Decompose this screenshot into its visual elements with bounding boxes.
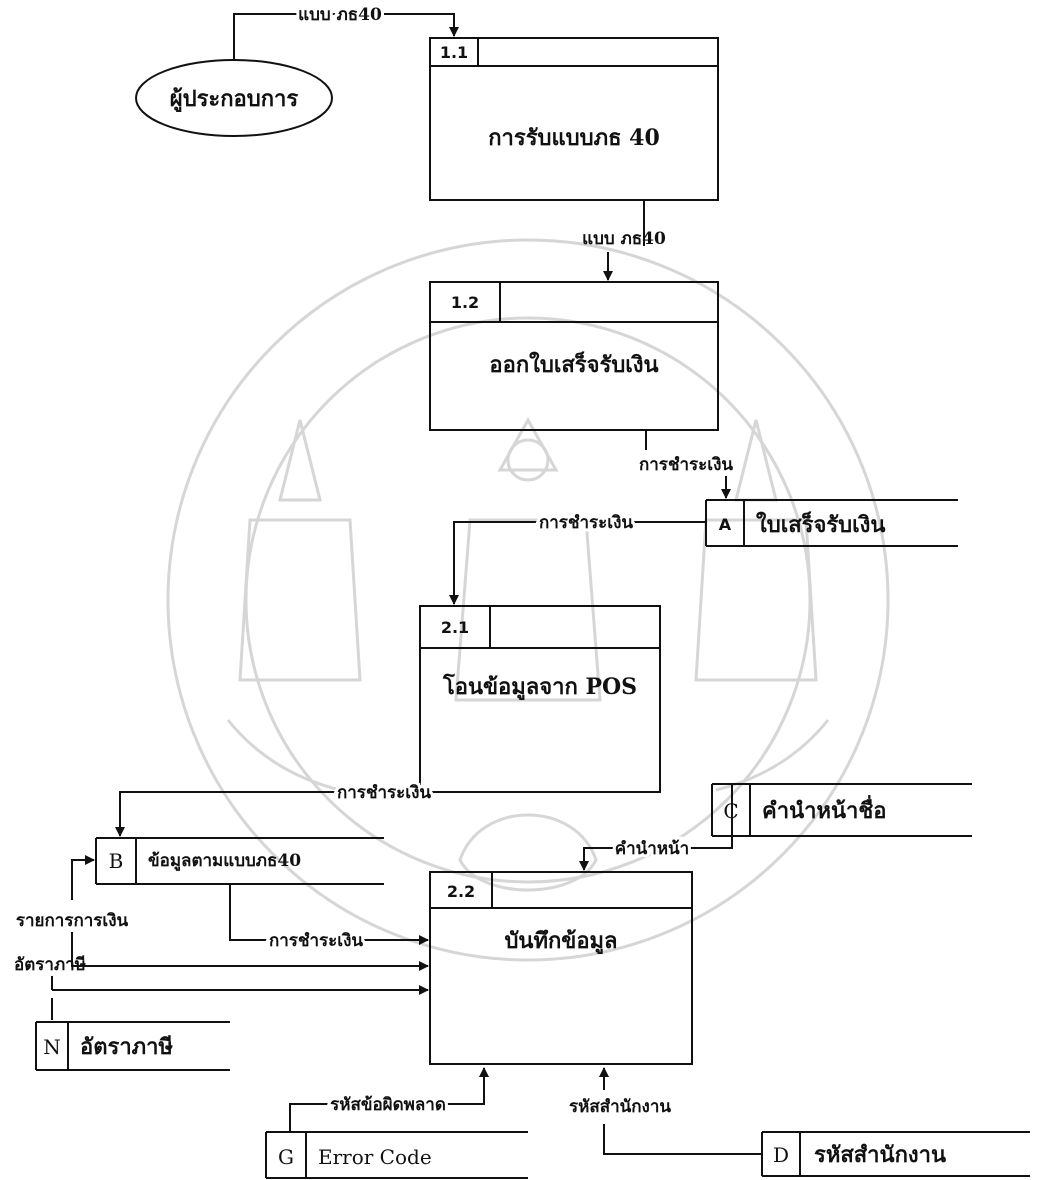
flow-list-to-2-2 xyxy=(71,932,429,971)
process-1-1: 1.1 การรับแบบภธ 40 xyxy=(429,37,719,201)
flow-b-to-2-2 xyxy=(229,884,429,945)
flow-d-to-2-2-line xyxy=(603,1124,762,1155)
flow-d-to-2-2-label: รหัสสำนักงาน xyxy=(569,1097,671,1117)
data-store-a-key: A xyxy=(719,515,732,534)
flow-2-1-to-b xyxy=(115,791,420,837)
process-1-2-label: ออกใบเสร็จรับเงิน xyxy=(489,350,658,378)
data-store-c-label: คำนำหน้าชื่อ xyxy=(762,794,887,824)
process-2-2-id: 2.2 xyxy=(447,882,475,901)
flow-b-to-2-2-label: การชำระเงิน xyxy=(269,931,363,951)
data-store-b: B ข้อมูลตามแบบภธ40 xyxy=(95,837,384,885)
data-store-b-key: B xyxy=(109,849,124,873)
flow-entity-to-1-1 xyxy=(233,13,459,60)
flow-list-label: รายการการเงิน xyxy=(16,911,129,931)
data-store-n: N อัตราภาษี xyxy=(35,1021,230,1071)
data-store-g: G Error Code xyxy=(265,1131,528,1179)
data-store-n-key: N xyxy=(43,1035,61,1059)
flow-g-to-2-2-label: รหัสข้อผิดพลาด xyxy=(330,1095,446,1115)
data-store-a: A ใบเสร็จรับเงิน xyxy=(705,499,958,547)
flow-1-1-to-1-2-label: แบบ ภธ40 xyxy=(582,229,666,249)
process-1-1-label: การรับแบบภธ 40 xyxy=(488,125,660,151)
process-1-2: 1.2 ออกใบเสร็จรับเงิน xyxy=(429,281,719,431)
data-store-g-label: Error Code xyxy=(318,1145,432,1169)
flow-c-to-2-2 xyxy=(579,784,733,871)
flow-a-to-2-1-label: การชำระเงิน xyxy=(539,513,633,533)
flow-g-to-2-2 xyxy=(289,1067,489,1132)
process-2-1: 2.1 โอนข้อมูลจาก POS xyxy=(419,605,661,793)
data-store-c: C คำนำหน้าชื่อ xyxy=(711,783,972,837)
flow-2-1-to-b-label: การชำระเงิน xyxy=(337,783,431,803)
process-1-1-id: 1.1 xyxy=(440,43,468,62)
flow-c-to-2-2-label: คำนำหน้า xyxy=(615,839,689,859)
data-store-d-label: รหัสสำนักงาน xyxy=(814,1142,946,1168)
process-2-2-label: บันทึกข้อมูล xyxy=(504,928,617,955)
process-2-2: 2.2 บันทึกข้อมูล xyxy=(429,871,693,1065)
flow-a-to-2-1 xyxy=(449,521,706,605)
data-store-d: D รหัสสำนักงาน xyxy=(761,1131,1030,1177)
data-store-d-key: D xyxy=(773,1143,789,1167)
process-2-1-label: โอนข้อมูลจาก POS xyxy=(442,673,637,701)
process-1-2-id: 1.2 xyxy=(451,293,479,312)
data-store-b-label: ข้อมูลตามแบบภธ40 xyxy=(148,851,301,872)
watermark-seal xyxy=(166,238,890,962)
flow-entity-to-1-1-label: แบบ ภธ40 xyxy=(298,5,382,25)
flow-list-to-b xyxy=(71,855,95,900)
flow-n-to-2-2-label: อัตราภาษี xyxy=(14,954,86,975)
flow-1-2-to-a-label: การชำระเงิน xyxy=(639,455,733,475)
data-store-g-key: G xyxy=(278,1145,294,1169)
flow-n-to-2-2 xyxy=(51,976,428,990)
process-2-1-id: 2.1 xyxy=(441,618,469,637)
data-store-a-label: ใบเสร็จรับเงิน xyxy=(756,510,885,538)
external-entity-label: ผู้ประกอบการ xyxy=(170,86,299,113)
data-store-n-label: อัตราภาษี xyxy=(80,1034,174,1060)
